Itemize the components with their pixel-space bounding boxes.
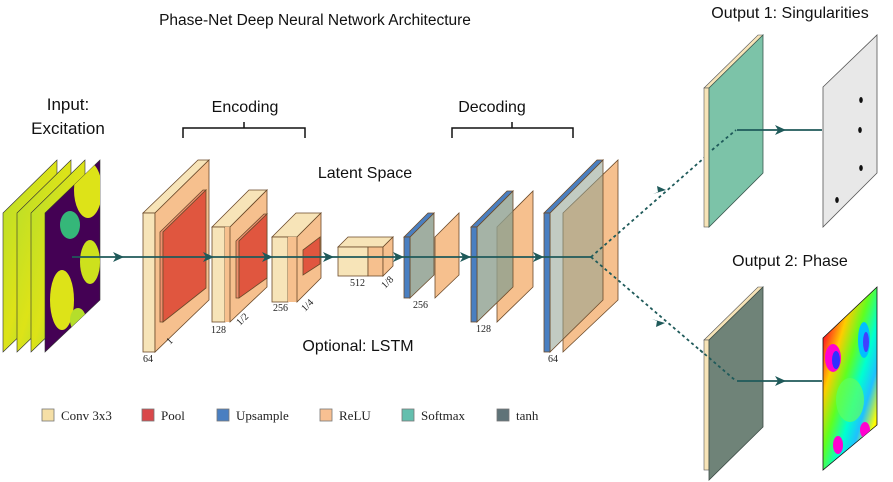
conv-front xyxy=(211,226,226,323)
conv-front xyxy=(271,236,289,303)
singularity-dot xyxy=(858,127,862,133)
legend-label: Pool xyxy=(161,408,185,423)
singularity-dot xyxy=(859,97,863,103)
enc1-scale: 1 xyxy=(164,336,175,347)
enc3-channels: 256 xyxy=(273,303,288,314)
input-label-line2: Excitation xyxy=(31,119,105,138)
legend-swatch xyxy=(401,408,415,422)
decoder-block-1 xyxy=(403,212,460,299)
softmax-slab xyxy=(703,34,764,228)
decoding-label: Decoding xyxy=(458,99,526,116)
encoding-label: Encoding xyxy=(212,99,279,116)
latent-block xyxy=(337,236,394,277)
arrowhead xyxy=(460,252,471,262)
output2-label: Output 2: Phase xyxy=(732,253,848,270)
arrowhead xyxy=(323,252,334,262)
input-label-line1: Input: xyxy=(47,95,90,114)
gray-side xyxy=(409,212,435,299)
tanh-face xyxy=(708,286,764,481)
pool-slab xyxy=(302,236,321,276)
decoder-block-3 xyxy=(543,159,619,353)
encoder-block-3 xyxy=(271,212,322,303)
slab-front xyxy=(703,339,710,471)
encoder-block-1 xyxy=(142,159,210,353)
dec2-channels: 128 xyxy=(476,324,491,335)
dashed-branch-upper xyxy=(590,129,737,258)
upsample-front xyxy=(543,212,551,353)
relu-front xyxy=(288,237,297,302)
legend-label: ReLU xyxy=(339,408,371,423)
conv-front xyxy=(142,212,156,353)
legend-label: Softmax xyxy=(421,408,466,423)
arrowhead xyxy=(262,252,273,262)
conv-front xyxy=(337,246,369,277)
enc2-channels: 128 xyxy=(211,325,226,336)
dashed-continuation xyxy=(711,129,737,151)
arrowhead xyxy=(775,125,786,135)
diagram-title: Phase-Net Deep Neural Network Architectu… xyxy=(159,12,471,29)
slab-front xyxy=(703,87,710,228)
phase-map xyxy=(822,286,878,471)
encoding-bracket xyxy=(182,122,306,138)
pool-slab xyxy=(162,189,207,323)
latent-channels: 512 xyxy=(350,278,365,289)
legend-label: Conv 3x3 xyxy=(61,408,112,423)
legend: Conv 3x3 Pool Upsample ReLU Softmax tanh xyxy=(41,408,539,423)
phase-vortex xyxy=(833,436,843,454)
arrowhead xyxy=(775,376,786,386)
relu-front xyxy=(225,227,230,322)
legend-label: tanh xyxy=(516,408,539,423)
arrowhead xyxy=(393,252,404,262)
arrowhead xyxy=(533,252,544,262)
dec3-channels: 64 xyxy=(548,354,558,365)
legend-swatch xyxy=(496,408,510,422)
arrowhead xyxy=(653,186,666,194)
relu-front xyxy=(367,246,384,277)
dashed-continuation xyxy=(699,349,737,382)
lstm-label: Optional: LSTM xyxy=(302,338,413,355)
arrowhead xyxy=(652,319,665,327)
singularities-map xyxy=(822,34,878,228)
dec1-channels: 256 xyxy=(413,300,428,311)
phase-vortex xyxy=(860,422,870,438)
legend-label: Upsample xyxy=(236,408,289,423)
arrowhead xyxy=(203,252,214,262)
phase-vortex xyxy=(863,332,869,352)
latent-space-label: Latent Space xyxy=(318,165,412,182)
legend-swatch xyxy=(41,408,55,422)
upsample-front xyxy=(470,226,478,323)
input-excitation-stack xyxy=(2,159,101,353)
enc1-channels: 64 xyxy=(143,354,153,365)
legend-swatch xyxy=(216,408,230,422)
singularities-frame xyxy=(822,34,878,228)
phase-region xyxy=(836,378,864,422)
output1-label: Output 1: Singularities xyxy=(711,5,868,22)
decoding-bracket xyxy=(451,122,574,138)
enc3-scale: 1/4 xyxy=(299,297,316,314)
singularity-dot xyxy=(835,197,839,203)
relu-side xyxy=(434,212,460,299)
arrowhead xyxy=(113,252,124,262)
tanh-slab xyxy=(703,286,764,481)
phase-vortex xyxy=(832,351,840,369)
pool-slab xyxy=(238,213,268,299)
gray-side xyxy=(549,159,604,353)
upsample-front xyxy=(403,236,411,299)
legend-swatch xyxy=(319,408,333,422)
singularity-dot xyxy=(859,165,863,171)
latent-scale: 1/8 xyxy=(379,274,396,291)
legend-swatch xyxy=(141,408,155,422)
encoder-block-2 xyxy=(211,189,268,323)
